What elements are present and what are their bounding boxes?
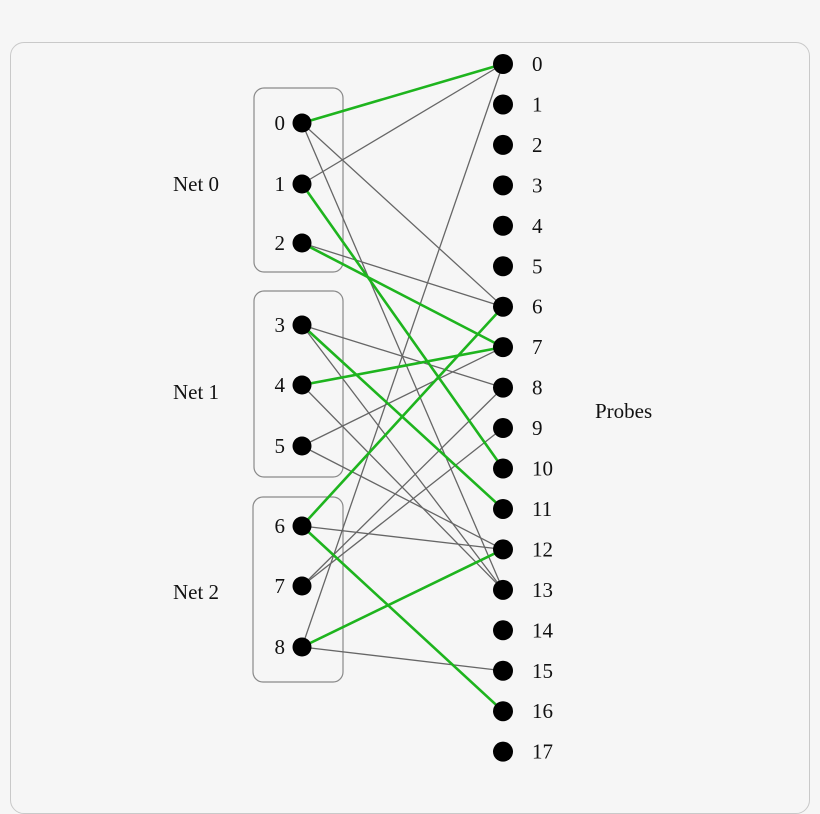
net-node-7 (292, 576, 312, 596)
probe-node-label-15: 15 (532, 659, 553, 683)
edge-net5-probe7 (301, 346, 504, 447)
edges-layer (300, 62, 505, 713)
net-node-label-8: 8 (275, 635, 286, 659)
net-group-label-1: Net 1 (173, 380, 219, 404)
probe-node-1 (493, 94, 513, 115)
net-node-4 (292, 375, 312, 395)
edge-net1-probe10-highlighted (300, 183, 505, 470)
labels-layer: Net 0 Net 1 Net 2 Probes (173, 172, 652, 604)
probe-node-17 (493, 741, 513, 762)
probe-node-label-10: 10 (532, 457, 553, 481)
probe-node-8 (493, 377, 513, 398)
net-node-1 (292, 174, 312, 194)
probe-node-label-14: 14 (532, 618, 554, 642)
probe-node-label-3: 3 (532, 173, 543, 197)
probe-node-label-0: 0 (532, 52, 543, 76)
probe-node-0 (493, 54, 513, 74)
net-node-label-3: 3 (275, 313, 286, 337)
net-node-label-7: 7 (275, 574, 286, 598)
net-node-label-4: 4 (275, 373, 286, 397)
probe-node-label-6: 6 (532, 295, 543, 319)
edge-net1-probe0 (301, 63, 504, 185)
probe-node-6 (493, 296, 513, 317)
probe-node-2 (493, 134, 513, 155)
probe-node-4 (493, 215, 513, 236)
net-boxes-layer (252, 87, 344, 683)
net-node-0 (292, 113, 312, 133)
net-node-5 (292, 436, 312, 456)
edge-net3-probe13 (301, 324, 504, 591)
probe-node-15 (493, 660, 513, 681)
net-node-label-2: 2 (275, 231, 286, 255)
net-box-1 (253, 290, 344, 478)
probe-node-14 (493, 620, 513, 641)
probe-node-label-17: 17 (532, 740, 553, 764)
probe-node-label-13: 13 (532, 578, 553, 602)
probe-node-5 (493, 256, 513, 277)
net-node-label-0: 0 (275, 111, 286, 135)
edge-net5-probe12 (301, 445, 504, 550)
edge-net2-probe6 (301, 242, 504, 308)
edge-net8-probe15 (301, 646, 504, 672)
probe-node-12 (493, 539, 513, 560)
probe-node-label-12: 12 (532, 537, 553, 561)
edge-net6-probe6-highlighted (301, 305, 504, 527)
net-box-2 (252, 496, 344, 683)
edge-net0-probe13 (301, 122, 504, 591)
probe-node-label-7: 7 (532, 335, 543, 359)
net-box-0 (253, 87, 344, 273)
probe-node-13 (493, 579, 513, 600)
probe-node-7 (493, 337, 513, 358)
edge-net6-probe12 (301, 525, 504, 551)
probe-node-label-8: 8 (532, 376, 543, 400)
probe-node-10 (493, 458, 513, 479)
edge-net4-probe7-highlighted (301, 345, 504, 387)
edge-net7-probe9 (301, 427, 504, 587)
probe-node-label-2: 2 (532, 133, 543, 157)
probe-node-label-11: 11 (532, 497, 552, 521)
net-group-label-2: Net 2 (173, 580, 219, 604)
probe-node-label-16: 16 (532, 699, 553, 723)
net-node-8 (292, 637, 312, 657)
net-group-label-0: Net 0 (173, 172, 219, 196)
edge-net0-probe0-highlighted (301, 62, 504, 125)
edge-net4-probe13 (301, 384, 504, 591)
net-node-label-6: 6 (275, 514, 286, 538)
edge-net8-probe12-highlighted (301, 548, 504, 649)
probe-node-9 (493, 418, 513, 439)
net-node-6 (292, 516, 312, 536)
edge-net0-probe6 (301, 122, 504, 308)
probe-node-label-1: 1 (532, 92, 543, 116)
probe-node-16 (493, 701, 513, 722)
probes-label: Probes (595, 399, 652, 423)
edge-net6-probe16-highlighted (301, 525, 504, 713)
edge-net2-probe7-highlighted (301, 241, 504, 349)
net-node-3 (292, 315, 312, 335)
probe-node-label-5: 5 (532, 254, 543, 278)
probe-node-label-9: 9 (532, 416, 543, 440)
probe-node-label-4: 4 (532, 214, 543, 238)
net-node-2 (292, 233, 312, 253)
probe-node-3 (493, 175, 513, 196)
net-node-label-5: 5 (275, 434, 286, 458)
net-node-label-1: 1 (275, 172, 286, 196)
probe-node-11 (493, 498, 513, 519)
